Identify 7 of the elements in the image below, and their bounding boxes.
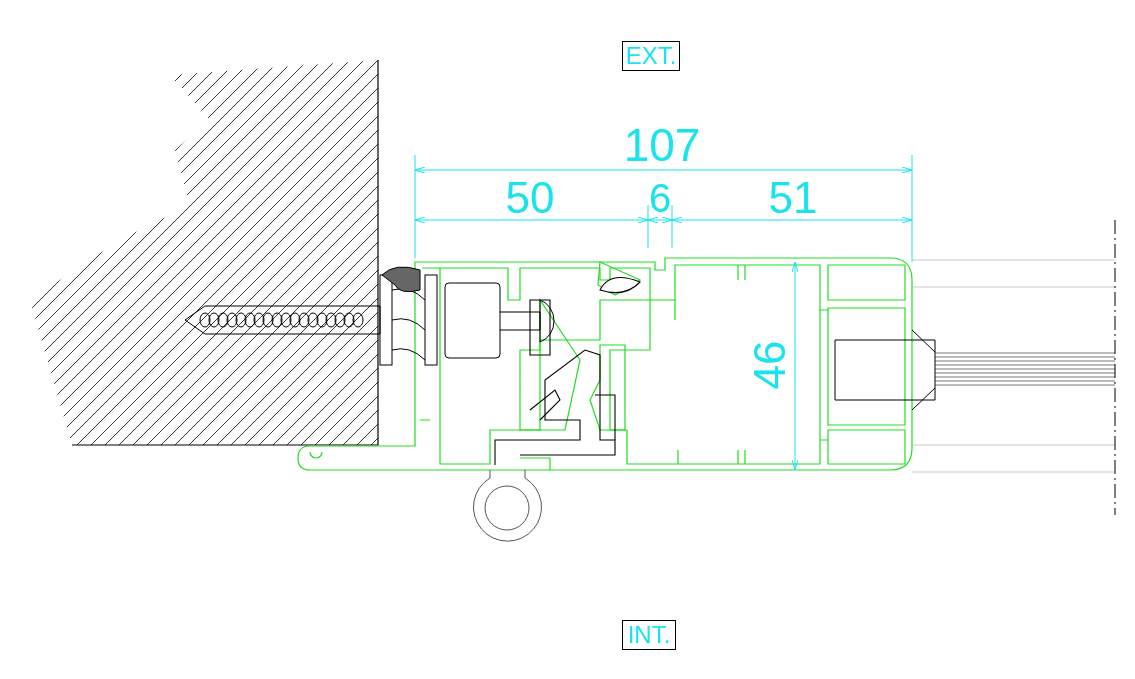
dimension-label: 50 xyxy=(505,176,555,220)
zone-label: EXT. xyxy=(622,41,680,71)
zone-label: INT. xyxy=(622,620,676,650)
dimension-label: 46 xyxy=(748,340,792,390)
dimension-label: 51 xyxy=(768,176,818,220)
dimension-label: 6 xyxy=(648,178,672,218)
dimension-label: 107 xyxy=(623,122,701,168)
